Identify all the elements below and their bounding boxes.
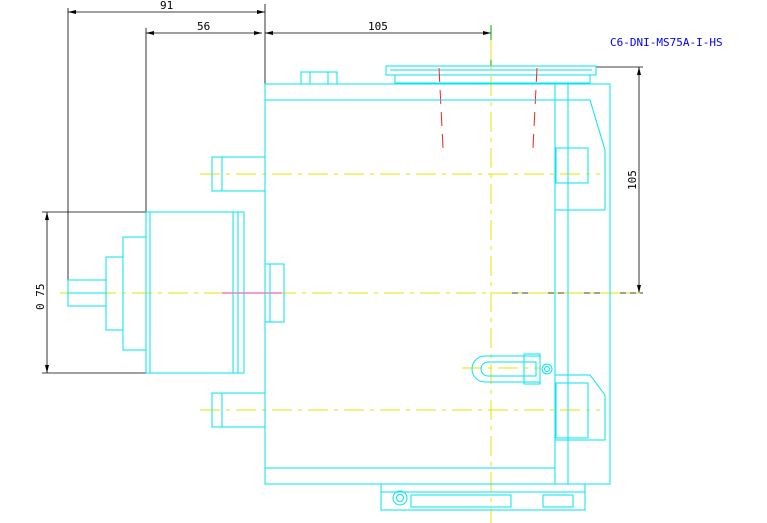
- drawing-title: C6-DNI-MS75A-I-HS: [610, 36, 723, 49]
- dimension-top-inner: 56: [145, 20, 262, 212]
- dimension-label-91: 91: [160, 0, 173, 12]
- top-flange: [385, 65, 597, 149]
- dimension-label-0-75: 0 75: [34, 284, 47, 311]
- dimension-top-right: 105: [264, 20, 492, 262]
- upper-shaft: [211, 156, 266, 192]
- dimension-left-vertical: 0 75: [34, 211, 146, 374]
- handle-lever: [471, 353, 553, 385]
- dimension-right-vertical: 105: [510, 66, 643, 294]
- centerlines: [60, 40, 640, 523]
- main-housing: [264, 83, 556, 485]
- lower-shaft: [211, 392, 266, 428]
- motor-body: [67, 211, 245, 374]
- dimension-label-56: 56: [197, 20, 210, 33]
- right-side-block: [554, 83, 611, 485]
- dimension-label-105-right: 105: [626, 170, 639, 190]
- dimension-top-outer: 91: [67, 0, 266, 282]
- bottom-foot: [380, 483, 586, 511]
- top-bolt: [300, 71, 338, 85]
- dimension-label-105-top: 105: [368, 20, 388, 33]
